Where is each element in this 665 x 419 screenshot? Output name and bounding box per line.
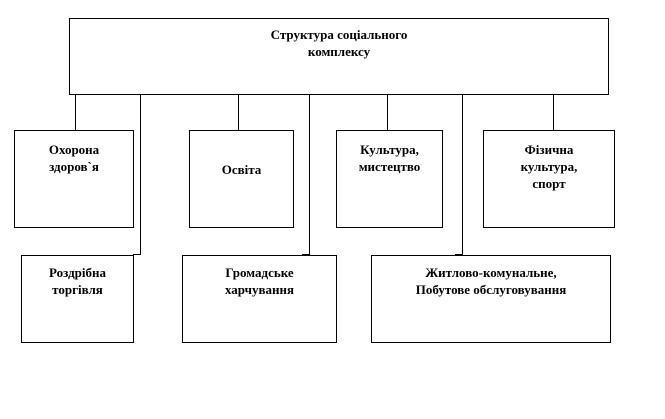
box-healthcare: Охорона здоров`я [14,130,134,228]
connector-housing-tick [455,254,463,255]
box-housing-line-2: Побутове обслуговування [415,282,567,297]
connector-catering [309,94,310,255]
box-catering: Громадське харчування [182,255,337,343]
box-housing: Житлово-комунальне, Побутове обслуговува… [371,255,611,343]
box-retail-line-1: Роздрібна [48,265,106,280]
box-education-line-1: Освіта [221,162,262,177]
box-culture-line-1: Культура, [360,142,419,157]
connector-education [238,94,239,131]
box-retail-line-2: торгівля [52,282,103,297]
box-sport: Фізична культура, спорт [483,130,615,228]
box-sport-line-1: Фізична [524,142,574,157]
box-culture: Культура, мистецтво [336,130,443,228]
connector-retail [140,94,141,255]
box-catering-line-2: харчування [224,282,295,297]
connector-sport [553,94,554,131]
root-title-line-2: комплексу [307,44,371,59]
box-housing-line-1: Житлово-комунальне, [425,265,557,280]
box-culture-line-2: мистецтво [358,159,421,174]
connector-catering-tick [302,254,310,255]
root-title-line-1: Структура соціального [270,27,408,42]
box-healthcare-line-2: здоров`я [49,159,99,174]
connector-housing [462,94,463,255]
box-retail: Роздрібна торгівля [21,255,134,343]
box-sport-line-3: спорт [532,176,566,191]
connector-healthcare [75,94,76,131]
box-healthcare-line-1: Охорона [48,142,100,157]
connector-culture [387,94,388,131]
box-catering-line-1: Громадське [225,265,294,280]
box-education: Освіта [189,130,294,228]
connector-retail-tick [133,254,141,255]
box-sport-line-2: культура, [520,159,578,174]
root-box: Структура соціального комплексу [69,18,609,95]
